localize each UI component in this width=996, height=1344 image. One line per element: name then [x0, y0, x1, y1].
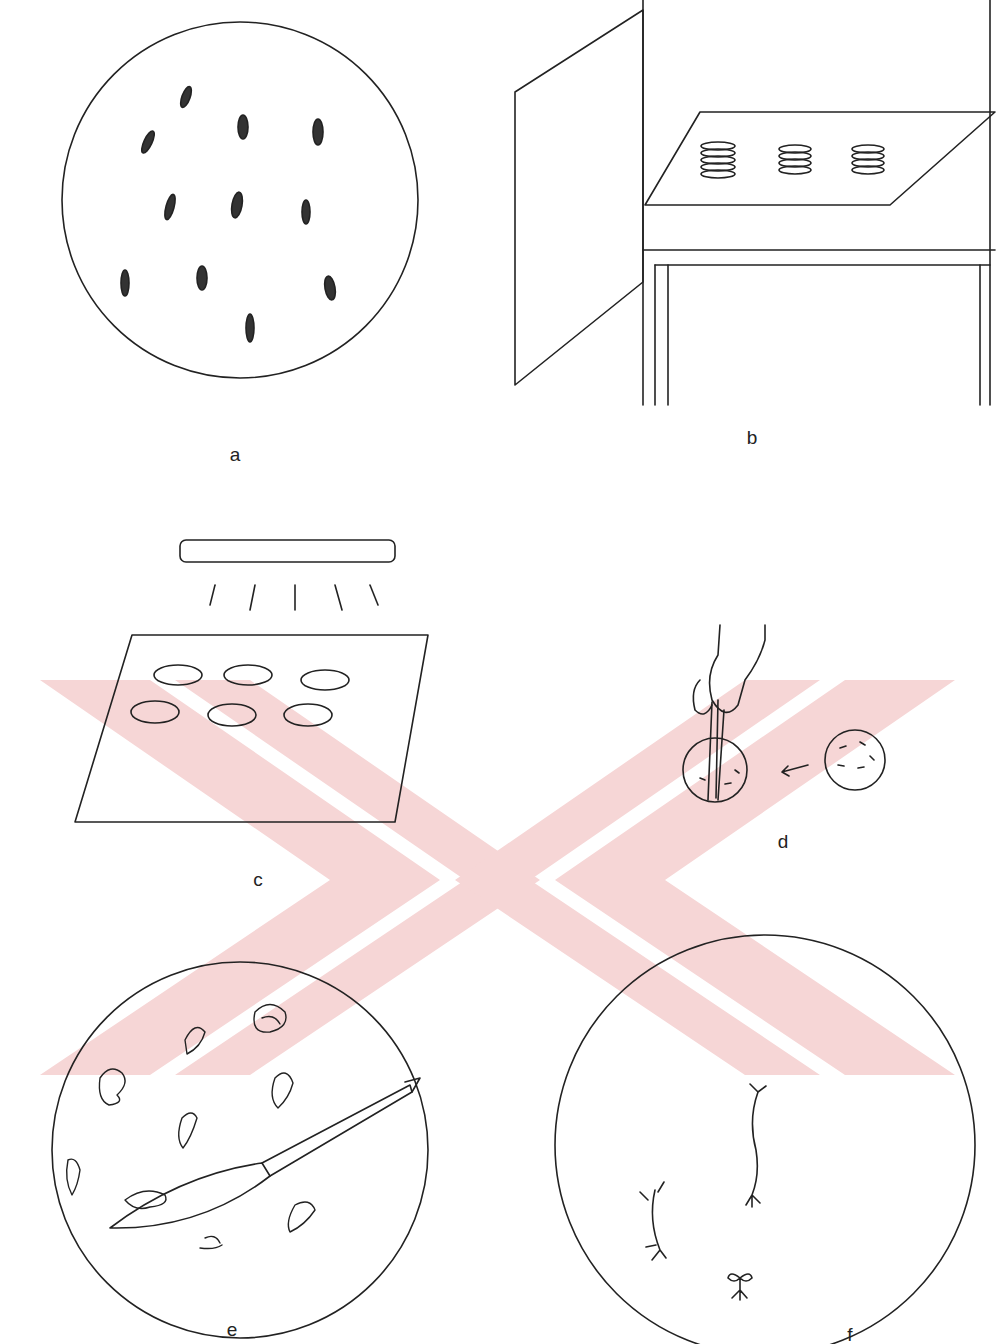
panel-letter: d	[778, 831, 789, 853]
petri-dish-seeds	[62, 22, 418, 378]
watermark	[40, 680, 955, 1075]
petri-dish-seedlings	[555, 935, 975, 1344]
panel-letter: e	[227, 1319, 238, 1341]
petri-dish-cutting	[52, 962, 428, 1338]
panel-letter: b	[747, 427, 758, 449]
incubator-cabinet	[515, 0, 995, 405]
panel-letter: a	[230, 444, 241, 466]
panel-letter: c	[253, 869, 263, 891]
dish-stacks	[701, 142, 884, 178]
scalpel	[110, 1078, 420, 1228]
lamp-tray	[75, 540, 428, 822]
hand-forceps	[683, 625, 885, 802]
panel-letter: f	[847, 1324, 852, 1344]
